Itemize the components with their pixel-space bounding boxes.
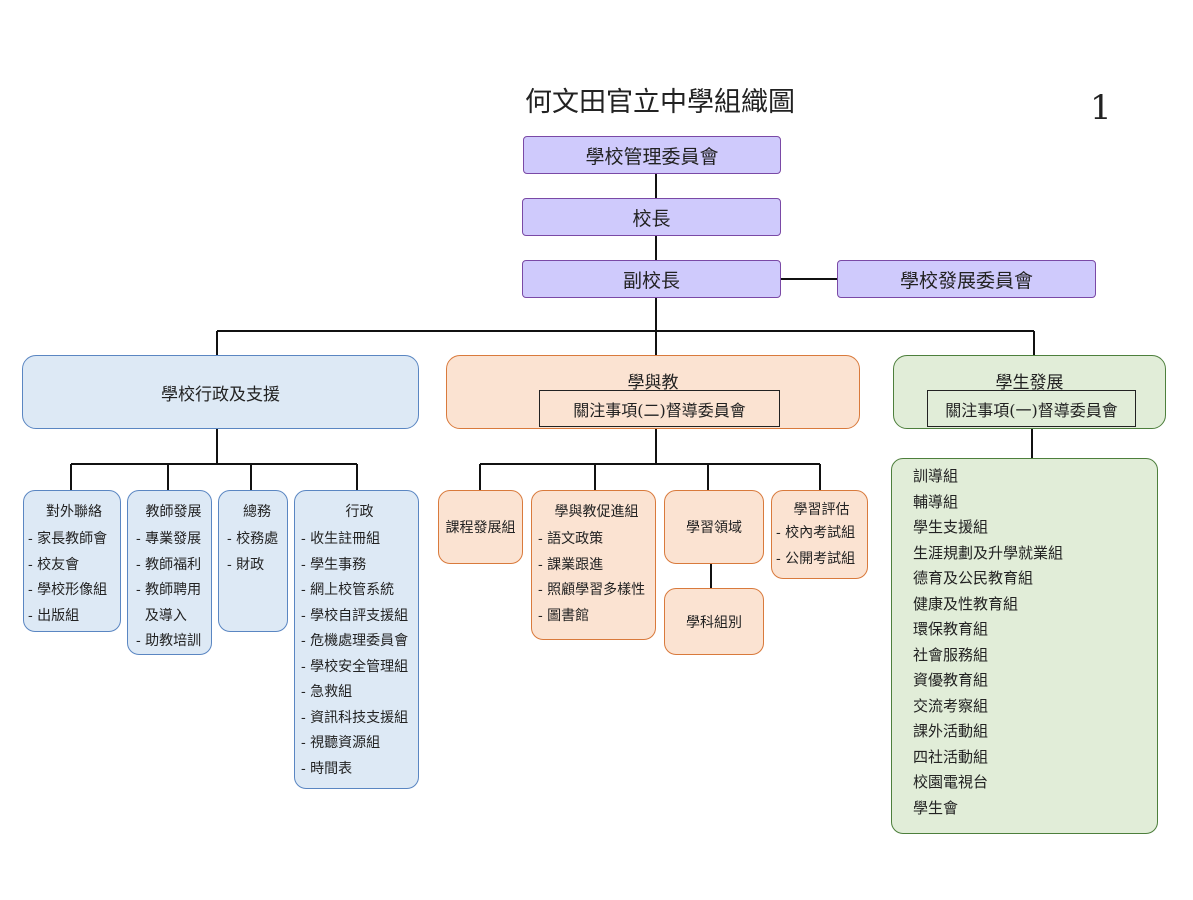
list-item: 社會服務組 [913, 645, 989, 664]
list-item: - 專業發展 [136, 531, 202, 547]
list-item: - 收生註冊組 [301, 531, 381, 547]
list-item: 生涯規劃及升學就業組 [913, 543, 1064, 562]
focus-two-committee-box: 關注事項(二)督導委員會 [539, 390, 780, 427]
principal-box: 校長 [522, 198, 781, 236]
list-item: - 學校自評支援組 [301, 607, 409, 624]
list-item: - 公開考試組 [776, 550, 856, 567]
list-item: - 家長教師會 [28, 531, 108, 547]
list-item: - 教師聘用 [136, 582, 202, 598]
list-item: 訓導組 [913, 467, 959, 485]
external-liaison-heading: 對外聯絡 [46, 504, 102, 520]
list-item: - 急救組 [301, 684, 353, 700]
list-item: 環保教育組 [913, 620, 989, 638]
list-item: - 校內考試組 [776, 525, 856, 541]
admin-support-label: 學校行政及支援 [161, 384, 280, 405]
list-item: 校園電視台 [913, 773, 989, 791]
learning-teaching-label: 學與教 [627, 373, 679, 393]
list-item: - 學生事務 [301, 556, 367, 573]
general-affairs-heading: 總務 [243, 504, 271, 520]
subject-panels-card: 學科組別 [664, 588, 764, 655]
general-affairs-card: 總務 - 校務處 - 財政 [218, 490, 288, 632]
administration-card: 行政 - 收生註冊組 - 學生事務 - 網上校管系統 - 學校自評支援組 - 危… [294, 490, 419, 789]
kla-card: 學習領域 [664, 490, 764, 564]
list-item: 健康及性教育組 [913, 594, 1019, 613]
list-item: 學生支援組 [913, 518, 989, 536]
development-committee-box: 學校發展委員會 [837, 260, 1096, 298]
learning-promotion-card: 學與教促進組 - 語文政策 - 課業跟進 - 照顧學習多樣性 - 圖書館 [531, 490, 656, 640]
list-item: - 學校形像組 [28, 582, 108, 598]
list-item: 資優教育組 [913, 671, 989, 689]
list-item: 輔導組 [913, 492, 959, 511]
list-item: - 危機處理委員會 [301, 633, 409, 649]
list-item: - 課業跟進 [538, 556, 604, 573]
assessment-heading: 學習評估 [793, 502, 850, 518]
student-development-label: 學生發展 [995, 373, 1064, 393]
list-item: - 校務處 [227, 531, 279, 547]
list-item: - 語文政策 [538, 531, 604, 547]
focus-one-committee-box: 關注事項(一)督導委員會 [927, 390, 1136, 427]
list-item: 及導入 [136, 607, 187, 624]
list-item: - 學校安全管理組 [301, 658, 409, 675]
list-item: 課外活動組 [913, 722, 989, 740]
list-item: - 照顧學習多樣性 [538, 582, 646, 598]
admin-support-box: 學校行政及支援 [22, 355, 419, 429]
chart-title: 何文田官立中學組織圖 [525, 87, 795, 118]
list-item: 德育及公民教育組 [913, 569, 1034, 587]
list-item: - 助教培訓 [136, 633, 202, 649]
list-item: - 財政 [227, 556, 265, 573]
list-item: 學生會 [913, 798, 959, 817]
list-item: - 出版組 [28, 607, 80, 624]
learning-promotion-heading: 學與教促進組 [554, 504, 639, 520]
student-units-card: 訓導組 輔導組 學生支援組 生涯規劃及升學就業組 德育及公民教育組 健康及性教育… [891, 458, 1158, 834]
list-item: - 時間表 [301, 760, 353, 777]
student-development-box: 學生發展 關注事項(一)督導委員會 [893, 355, 1166, 429]
management-committee-box: 學校管理委員會 [523, 136, 781, 174]
list-item: - 網上校管系統 [301, 582, 395, 598]
external-liaison-card: 對外聯絡 - 家長教師會 - 校友會 - 學校形像組 - 出版組 [23, 490, 121, 632]
teacher-development-heading: 教師發展 [145, 504, 202, 520]
administration-heading: 行政 [345, 504, 374, 520]
learning-teaching-box: 學與教 關注事項(二)督導委員會 [446, 355, 860, 429]
list-item: - 教師福利 [136, 556, 202, 573]
list-item: - 視聽資源組 [301, 735, 381, 751]
page-number: 1 [1090, 88, 1112, 128]
list-item: 四社活動組 [913, 747, 989, 766]
curriculum-development-card: 課程發展組 [438, 490, 523, 564]
list-item: - 資訊科技支援組 [301, 709, 409, 726]
list-item: - 校友會 [28, 556, 80, 573]
list-item: - 圖書館 [538, 607, 590, 624]
vice-principal-box: 副校長 [522, 260, 781, 298]
teacher-development-card: 教師發展 - 專業發展 - 教師福利 - 教師聘用 及導入 - 助教培訓 [127, 490, 212, 655]
assessment-card: 學習評估 - 校內考試組 - 公開考試組 [771, 490, 868, 579]
list-item: 交流考察組 [913, 696, 989, 715]
